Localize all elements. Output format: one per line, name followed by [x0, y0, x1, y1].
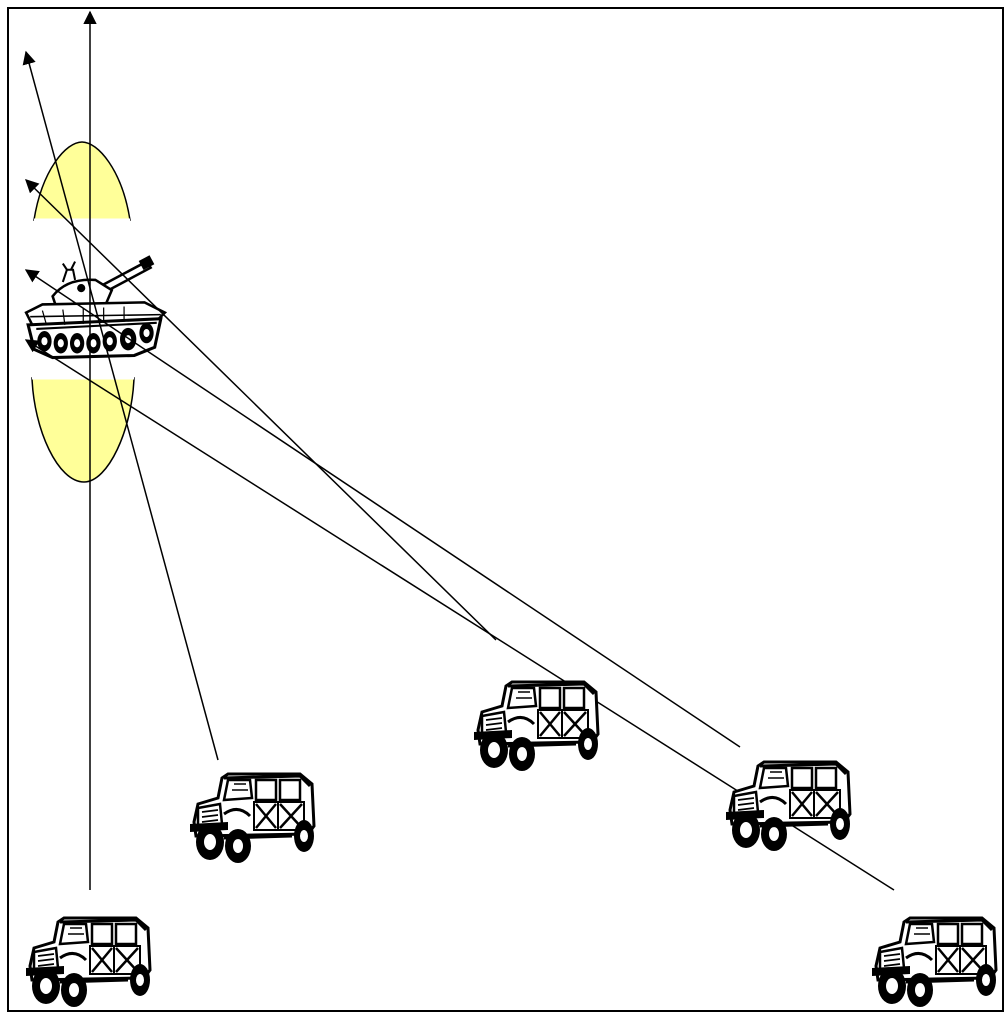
beam-lobe-lower: [31, 377, 135, 483]
ray-from-humvee-3: [25, 179, 497, 641]
ray-from-humvee-4: [24, 269, 741, 748]
ray-from-humvee-2: [22, 50, 219, 761]
diagram-frame: [7, 7, 1004, 1012]
humvee-icon: [472, 680, 600, 772]
beam-lobe-upper: [33, 141, 131, 221]
humvee-icon: [724, 760, 852, 852]
humvee-icon: [188, 772, 316, 864]
humvee-icon: [870, 916, 998, 1008]
humvee-icon: [24, 916, 152, 1008]
